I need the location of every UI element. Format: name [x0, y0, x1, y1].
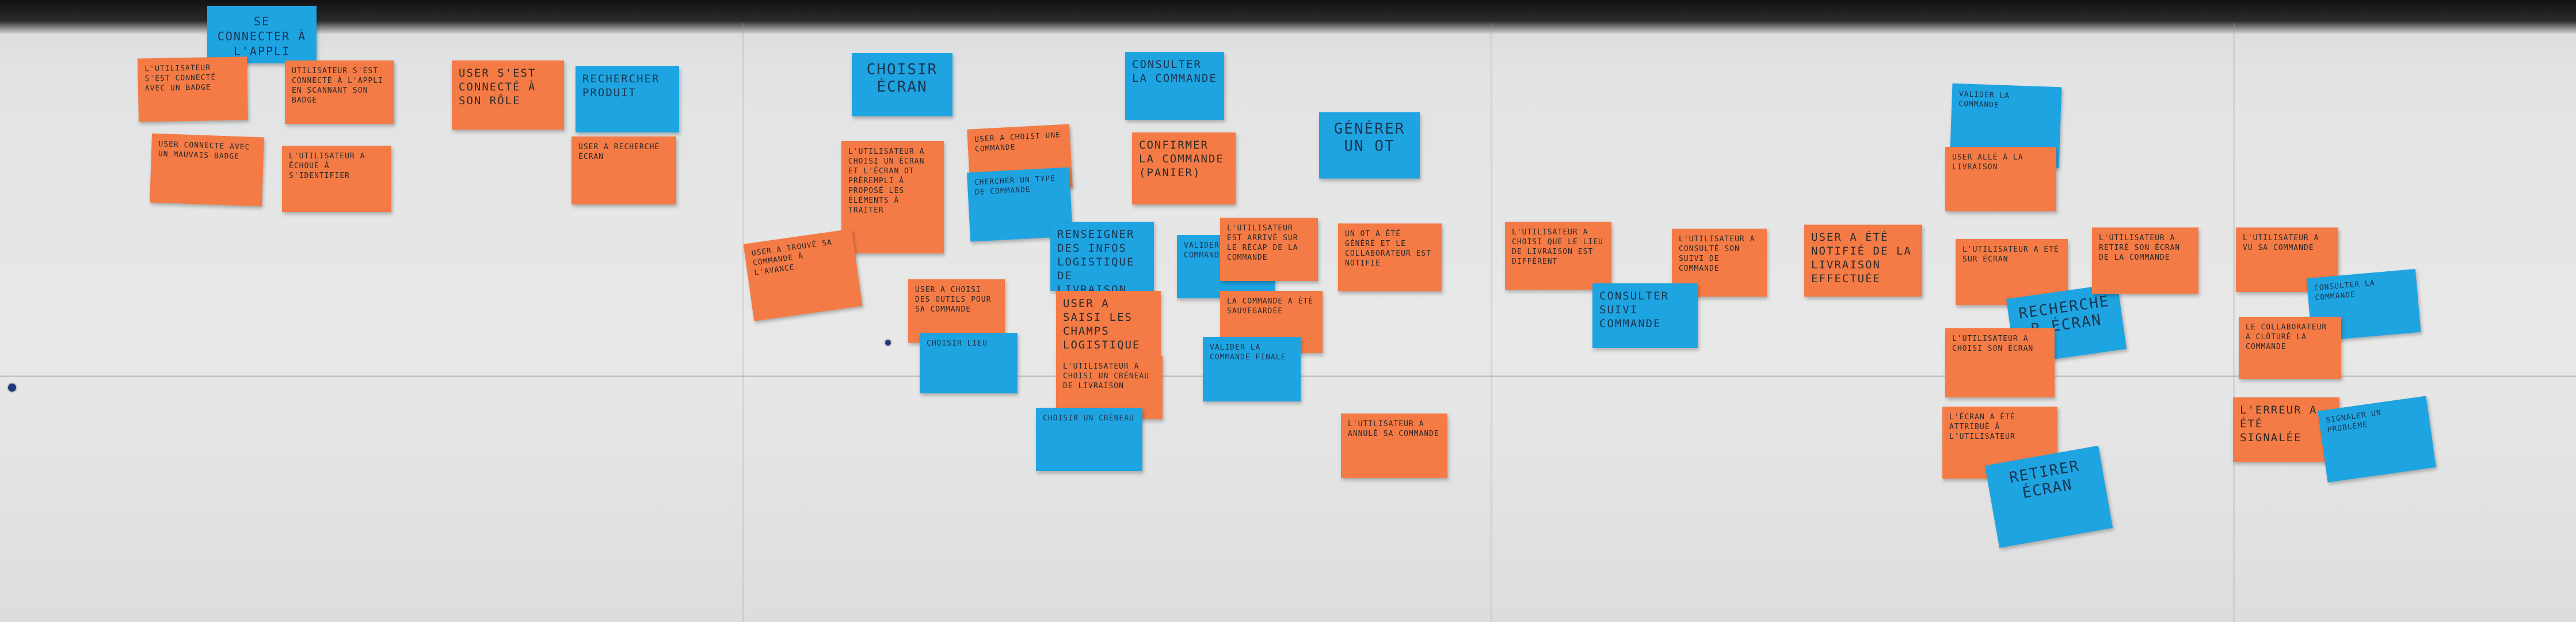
- board-seam: [742, 23, 744, 622]
- sticky-note: CHOISIR UN CRÉNEAU: [1036, 408, 1142, 471]
- sticky-note: CHOISIR ÉCRAN: [852, 53, 952, 116]
- sticky-note: LE COLLABORATEUR A CLÔTURÉ LA COMMANDE: [2239, 317, 2341, 379]
- sticky-note: L'UTILISATEUR A RETIRÉ SON ÉCRAN DE LA C…: [2092, 227, 2198, 294]
- magnet-pin: [885, 340, 891, 346]
- sticky-note: CHOISIR LIEU: [920, 333, 1018, 393]
- sticky-note: L'UTILISATEUR EST ARRIVÉ SUR LE RÉCAP DE…: [1220, 218, 1318, 281]
- sticky-note: USER CONNECTÉ AVEC UN MAUVAIS BADGE: [149, 133, 265, 207]
- sticky-note: SE CONNECTER À L'APPLI: [207, 6, 317, 63]
- sticky-note: VALIDER LA COMMANDE FINALE: [1203, 337, 1301, 401]
- sticky-note: CONFIRMER LA COMMANDE (PANIER): [1132, 132, 1236, 204]
- sticky-note: USER S'EST CONNECTÉ À SON RÔLE: [452, 60, 564, 130]
- sticky-note: CONSULTER LA COMMANDE: [1125, 52, 1224, 120]
- sticky-note: USER A SAISI LES CHAMPS LOGISTIQUE: [1056, 291, 1161, 360]
- sticky-note: USER A RECHERCHÉ ÉCRAN: [571, 136, 676, 204]
- sticky-note: USER A CHOISI DES OUTILS POUR SA COMMAND…: [908, 279, 1005, 343]
- sticky-note: L'UTILISATEUR A ÉCHOUÉ À S'IDENTIFIER: [282, 146, 391, 212]
- sticky-note: GÉNÉRER UN OT: [1319, 112, 1420, 179]
- sticky-note: RENSEIGNER DES INFOS LOGISTIQUE DE LIVRA…: [1050, 222, 1154, 291]
- sticky-note: CONSULTER SUIVI COMMANDE: [1592, 283, 1698, 348]
- ceiling-shadow: [0, 0, 2576, 35]
- sticky-note: L'UTILISATEUR A CHOISI QUE LE LIEU DE LI…: [1505, 222, 1611, 290]
- sticky-note: L'UTILISATEUR A CHOISI UN ÉCRAN ET L'ÉCR…: [841, 141, 944, 253]
- sticky-note: SIGNALER UN PROBLÈME: [2318, 396, 2436, 483]
- board-seam: [2233, 23, 2235, 622]
- board-seam: [1491, 23, 1492, 622]
- sticky-note: L'UTILISATEUR S'EST CONNECTÉ AVEC UN BAD…: [138, 56, 248, 122]
- sticky-note: UN OT A ÉTÉ GÉNÉRÉ ET LE COLLABORATEUR E…: [1338, 223, 1442, 291]
- sticky-note: USER A TROUVÉ SA COMMANDE À L'AVANCE: [743, 229, 863, 321]
- sticky-note: RECHERCHER PRODUIT: [576, 66, 679, 132]
- sticky-note: USER ALLÉ À LA LIVRAISON: [1945, 147, 2056, 211]
- magnet-pin: [8, 384, 16, 392]
- sticky-note: UTILISATEUR S'EST CONNECTÉ À L'APPLI EN …: [285, 60, 394, 124]
- sticky-note: L'UTILISATEUR A CHOISI SON ÉCRAN: [1945, 328, 2055, 397]
- sticky-note: USER A ÉTÉ NOTIFIÉ DE LA LIVRAISON EFFEC…: [1804, 225, 1922, 297]
- sticky-note: L'UTILISATEUR A ANNULÉ SA COMMANDE: [1341, 414, 1447, 478]
